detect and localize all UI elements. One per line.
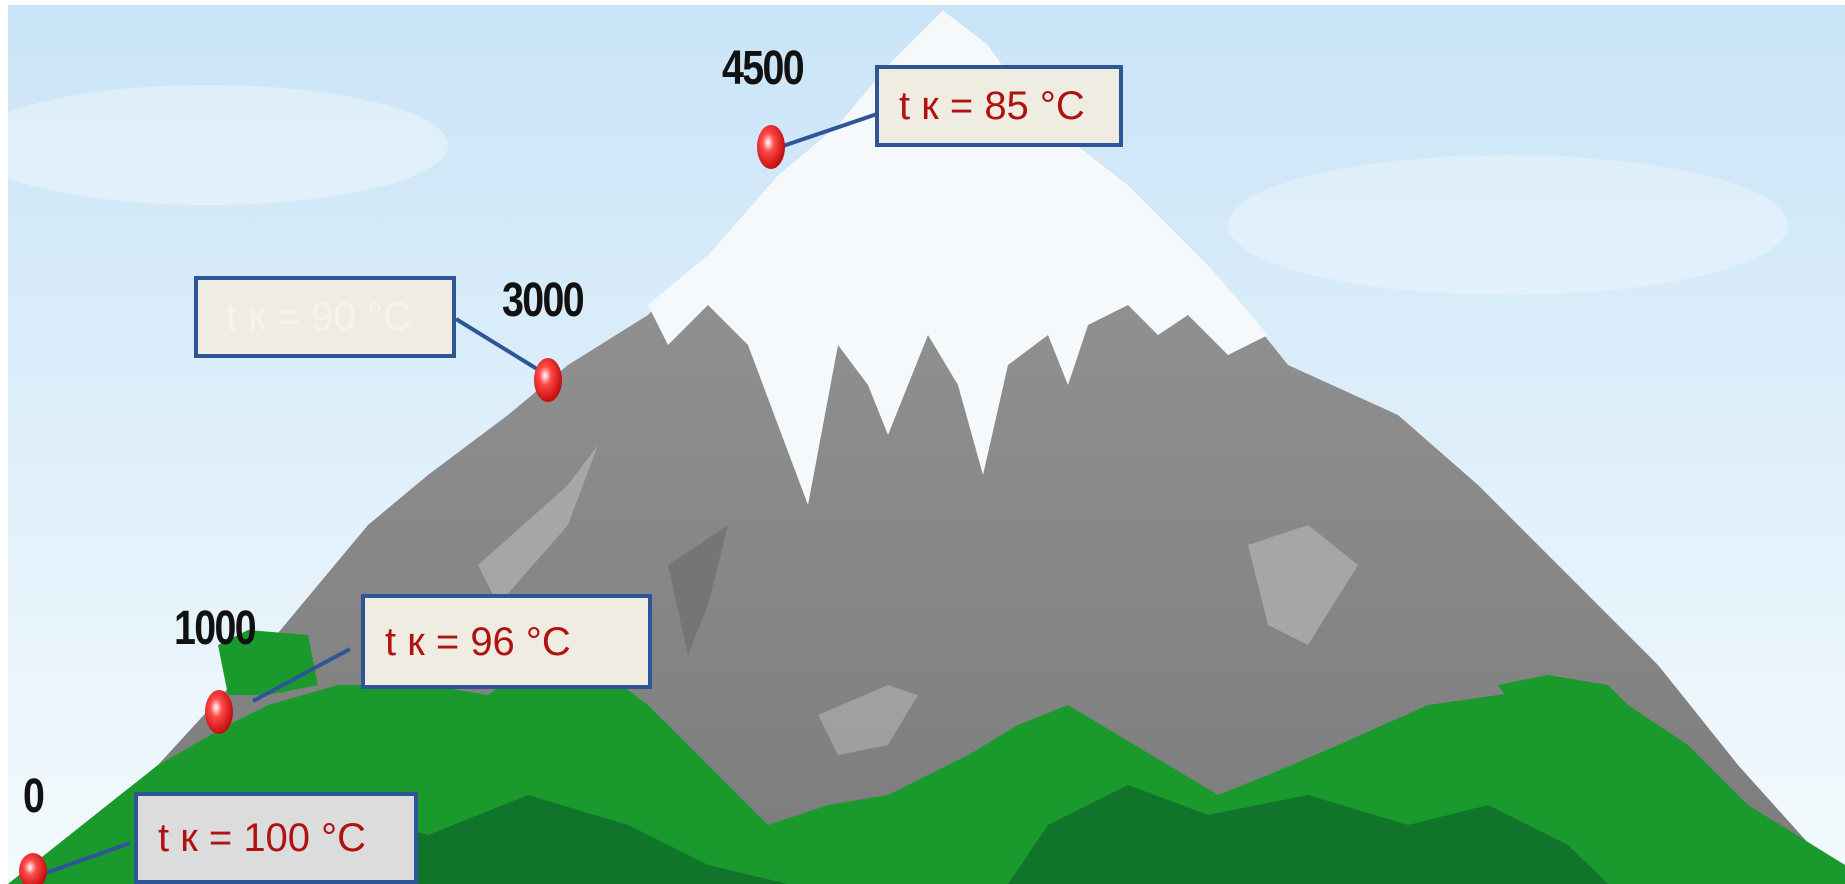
- temperature-box-4500: t к = 85 °C: [875, 65, 1123, 147]
- marker-0: [19, 853, 47, 884]
- altitude-label-0: 0: [23, 770, 45, 823]
- temperature-label: t к = 90 °C: [226, 295, 412, 339]
- temperature-box-3000: t к = 90 °C: [194, 276, 456, 358]
- marker-1000: [205, 690, 233, 734]
- cloud: [8, 85, 448, 205]
- connector-line-1000: [252, 647, 351, 703]
- rock-shadow: [668, 525, 728, 655]
- connector-line-4500: [779, 111, 881, 149]
- cloud: [1228, 155, 1788, 295]
- forest-patch: [1498, 675, 1628, 720]
- altitude-label-4500: 4500: [722, 42, 805, 95]
- temperature-label: t к = 100 °C: [158, 816, 367, 860]
- temperature-label: t к = 85 °C: [899, 84, 1085, 128]
- temperature-box-1000: t к = 96 °C: [361, 594, 652, 689]
- temperature-label: t к = 96 °C: [385, 619, 571, 664]
- forest-shade: [1008, 785, 1608, 884]
- connector-line-3000: [454, 317, 552, 379]
- rock-shadow: [818, 685, 918, 755]
- altitude-label-3000: 3000: [502, 274, 585, 327]
- marker-3000: [534, 358, 562, 402]
- snow-cap: [648, 10, 1268, 505]
- marker-4500: [757, 125, 785, 169]
- temperature-box-0: t к = 100 °C: [134, 792, 418, 884]
- altitude-label-1000: 1000: [174, 602, 257, 655]
- mountain-illustration: [8, 5, 1845, 884]
- mountain-scene: 4500 3000 1000 0 t к = 85 °C t к = 90 °C…: [8, 5, 1845, 884]
- rock-shadow: [1248, 525, 1358, 645]
- rock-shadow: [478, 445, 598, 605]
